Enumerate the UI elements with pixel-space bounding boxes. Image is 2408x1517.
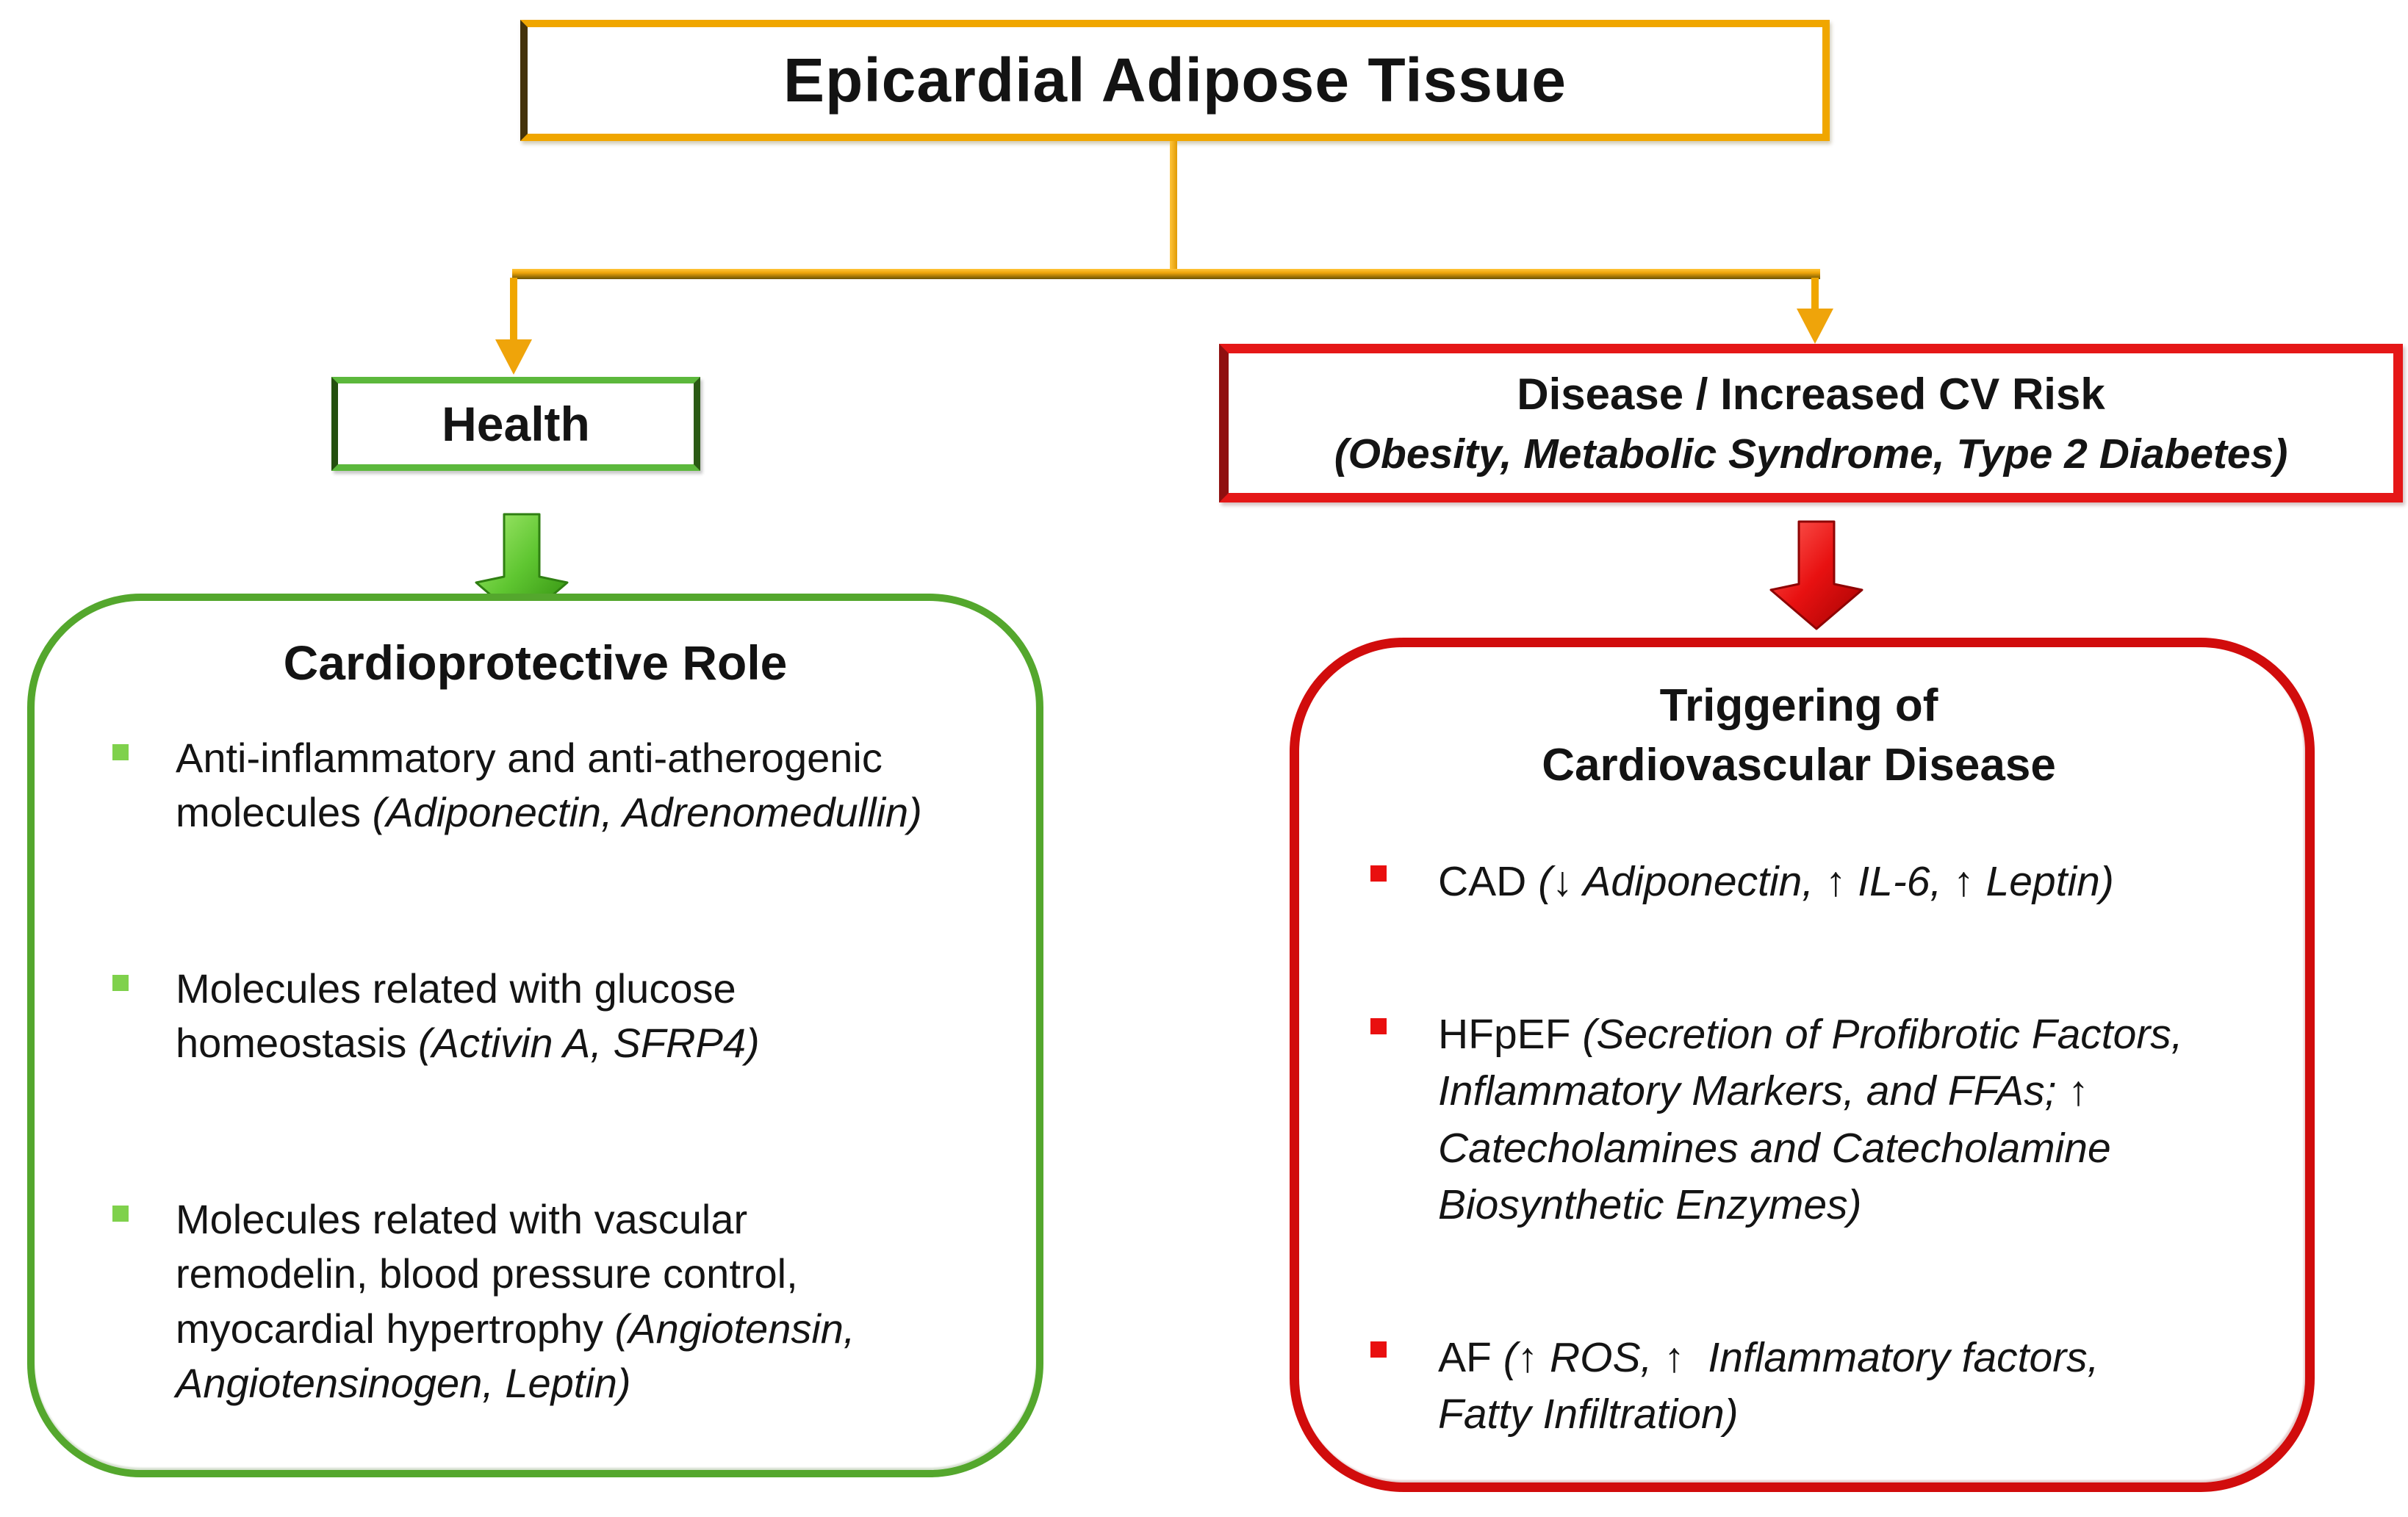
connector-horizontal-bar	[512, 269, 1820, 279]
list-item: AF (↑ ROS, ↑ Inflammatory factors, Fatty…	[1370, 1330, 2276, 1444]
bullet-text-regular: CAD	[1438, 858, 1539, 906]
connector-left-stem	[510, 278, 517, 341]
bullet-text-italic: (Adiponectin, Adrenomedullin)	[372, 789, 922, 836]
cardioprotective-list: Anti-inflammatory and anti-atherogenic m…	[112, 731, 1007, 1411]
bullet-text-italic: (↑ ROS, ↑ Inflammatory factors, Fatty In…	[1438, 1333, 2111, 1438]
list-item: HFpEF (Secretion of Profibrotic Factors,…	[1370, 1006, 2276, 1234]
gold-arrowhead-left-icon	[495, 339, 532, 375]
bullet-text-regular: Anti-inflammatory and anti-atherogenic m…	[176, 735, 894, 836]
health-label: Health	[442, 397, 590, 451]
triggering-list: CAD (↓ Adiponectin, ↑ IL-6, ↑ Leptin) HF…	[1370, 854, 2276, 1444]
gold-arrowhead-right-icon	[1797, 309, 1833, 344]
bullet-text: Molecules related with glucose homeostas…	[176, 962, 940, 1071]
bullet-text-regular: Molecules related with glucose homeostas…	[176, 965, 748, 1067]
list-item: Molecules related with glucose homeostas…	[112, 962, 1007, 1071]
bullet-text: HFpEF (Secretion of Profibrotic Factors,…	[1438, 1006, 2268, 1234]
cardioprotective-title: Cardioprotective Role	[283, 635, 788, 690]
bullet-square-icon	[112, 974, 129, 991]
connector-right-stem	[1811, 278, 1819, 310]
bullet-text-italic: (Secretion of Profibrotic Factors, Infla…	[1438, 1010, 2195, 1229]
health-node: Health	[331, 377, 700, 471]
bullet-text-italic: (Activin A, SFRP4)	[417, 1020, 760, 1067]
triggering-title-line2: Cardiovascular Disease	[1542, 739, 2056, 790]
triggering-title: Triggering of Cardiovascular Disease	[1370, 677, 2227, 795]
red-down-arrow-icon	[1769, 520, 1863, 630]
bullet-text-italic: (↓ Adiponectin, ↑ IL-6, ↑ Leptin)	[1538, 858, 2114, 906]
bullet-text: CAD (↓ Adiponectin, ↑ IL-6, ↑ Leptin)	[1438, 854, 2114, 911]
bullet-text: Molecules related with vascular remodeli…	[176, 1192, 940, 1411]
triggering-title-line1: Triggering of	[1659, 680, 1938, 731]
bullet-text-regular: HFpEF	[1438, 1010, 1583, 1058]
cardioprotective-panel: Cardioprotective Role Anti-inflammatory …	[27, 594, 1043, 1477]
bullet-text-regular: Molecules related with vascular remodeli…	[176, 1195, 810, 1352]
disease-title: Disease / Increased CV Risk	[1517, 369, 2105, 419]
bullet-text-italic: (Angiotensin, Angiotensinogen, Leptin)	[176, 1305, 865, 1407]
bullet-square-icon	[112, 744, 129, 760]
bullet-text: Anti-inflammatory and anti-atherogenic m…	[176, 731, 940, 840]
triggering-panel: Triggering of Cardiovascular Disease CAD …	[1290, 638, 2315, 1492]
disease-subtitle: (Obesity, Metabolic Syndrome, Type 2 Dia…	[1334, 430, 2288, 478]
list-item: Molecules related with vascular remodeli…	[112, 1192, 1007, 1411]
root-node-epicardial-adipose-tissue: Epicardial Adipose Tissue	[520, 20, 1830, 141]
disease-node: Disease / Increased CV Risk (Obesity, Me…	[1219, 344, 2403, 502]
list-item: Anti-inflammatory and anti-atherogenic m…	[112, 731, 1007, 840]
bullet-square-icon	[1370, 865, 1387, 882]
root-title: Epicardial Adipose Tissue	[783, 46, 1567, 115]
list-item: CAD (↓ Adiponectin, ↑ IL-6, ↑ Leptin)	[1370, 854, 2276, 911]
bullet-square-icon	[1370, 1341, 1387, 1358]
bullet-square-icon	[1370, 1017, 1387, 1034]
bullet-square-icon	[112, 1205, 129, 1222]
bullet-text: AF (↑ ROS, ↑ Inflammatory factors, Fatty…	[1438, 1330, 2099, 1444]
bullet-text-regular: AF	[1438, 1333, 1503, 1381]
connector-root-stem	[1170, 141, 1177, 270]
